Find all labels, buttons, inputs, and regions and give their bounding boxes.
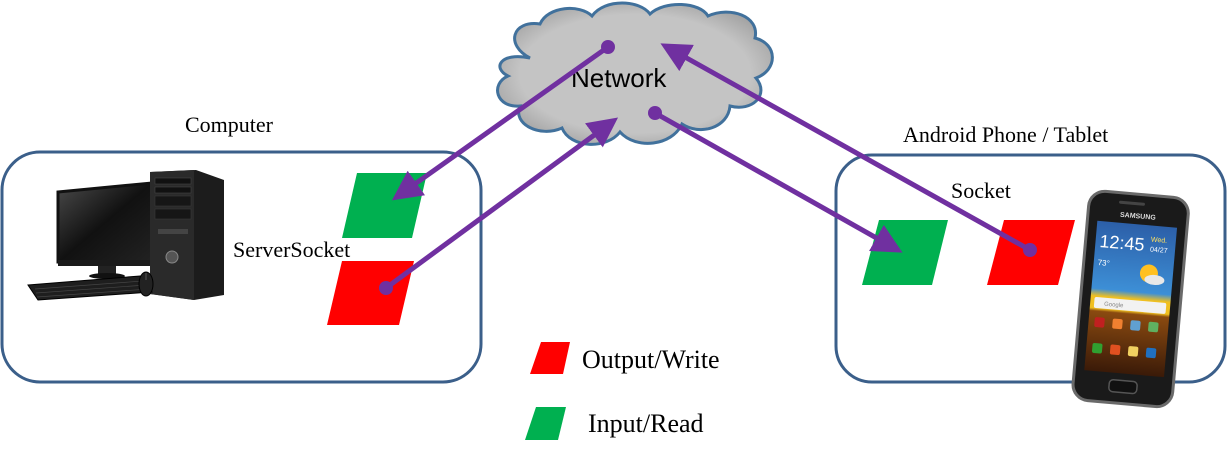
svg-text:SAMSUNG: SAMSUNG [1120,212,1157,222]
arrow-network-to-client-input [653,110,903,253]
svg-text:12:45: 12:45 [1099,231,1146,255]
svg-text:04/27: 04/27 [1150,246,1168,255]
legend-item-output: Output/Write [530,342,720,374]
network-cloud: Network [496,1,774,146]
smartphone-icon: SAMSUNG 12:45 Wed. 04/27 73° Google [1071,189,1190,409]
arrow-origin-dot [379,281,393,295]
arrow-origin-dot [648,106,662,120]
network-label: Network [571,63,667,93]
legend: Output/Write Input/Read [525,342,720,440]
arrow-network-to-server-input [391,44,610,201]
legend-swatch-output [530,342,570,374]
legend-label-output: Output/Write [582,345,720,374]
svg-text:73°: 73° [1097,258,1110,268]
computer-box [0,150,483,384]
arrow-server-output-to-network [384,117,619,291]
connection-arrows [379,40,1037,295]
desktop-computer-icon [27,170,224,301]
server-output-port [327,261,414,325]
legend-label-input: Input/Read [588,409,704,438]
android-box [834,153,1227,384]
arrow-origin-dot [601,40,615,54]
svg-text:Wed.: Wed. [1151,237,1168,245]
android-group: Android Phone / Tablet Socket SAMSUNG 12… [834,122,1227,409]
client-input-port [862,220,948,285]
android-label: Android Phone / Tablet [903,122,1108,147]
legend-item-input: Input/Read [525,407,704,440]
arrow-origin-dot [1023,243,1037,257]
legend-swatch-input [525,407,566,440]
svg-text:Google: Google [1104,302,1124,310]
server-socket-label: ServerSocket [233,237,350,262]
computer-group: Computer [0,112,483,384]
client-socket-label: Socket [951,178,1011,203]
arrow-client-output-to-network [660,43,1032,253]
computer-label: Computer [185,112,274,137]
